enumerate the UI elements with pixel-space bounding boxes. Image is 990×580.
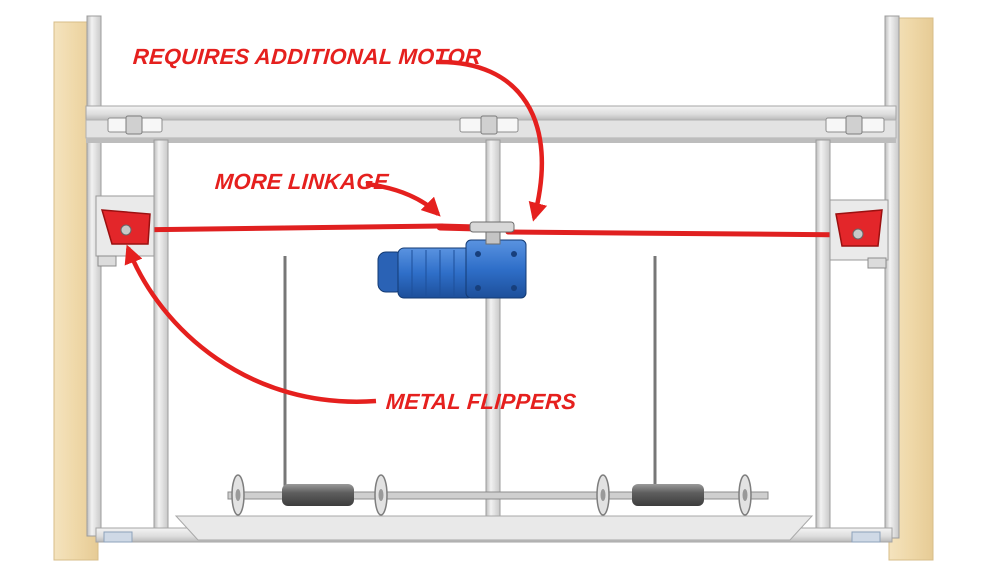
linkage-bar-left	[123, 223, 445, 233]
callout-more-linkage: MORE LINKAGE	[214, 169, 390, 194]
hinge-center	[459, 115, 519, 135]
right-frame-post	[884, 15, 900, 539]
motor	[377, 221, 527, 299]
cylinder-right	[632, 484, 704, 506]
sprocket-4	[738, 474, 752, 516]
sprocket-3	[596, 474, 610, 516]
linkage-bar-right	[505, 229, 861, 238]
hinge-left	[107, 115, 163, 135]
flipper-right	[829, 199, 889, 269]
inner-post-center	[485, 139, 501, 527]
cylinder-left	[282, 484, 354, 506]
flipper-left	[95, 195, 155, 267]
arrow-flippers	[124, 244, 377, 404]
arrow-motor	[435, 59, 548, 222]
left-frame-post	[86, 15, 102, 537]
arrow-linkage	[365, 181, 441, 217]
callout-additional-motor: REQUIRES ADDITIONAL MOTOR	[132, 44, 482, 69]
inner-post-right	[815, 139, 831, 539]
callout-metal-flippers: METAL FLIPPERS	[385, 389, 578, 414]
bottom-tray	[174, 515, 814, 541]
bottom-shaft	[227, 491, 769, 500]
inner-post-left	[153, 139, 169, 539]
sprocket-1	[231, 474, 245, 516]
sprocket-2	[374, 474, 388, 516]
hinge-right	[825, 115, 885, 135]
